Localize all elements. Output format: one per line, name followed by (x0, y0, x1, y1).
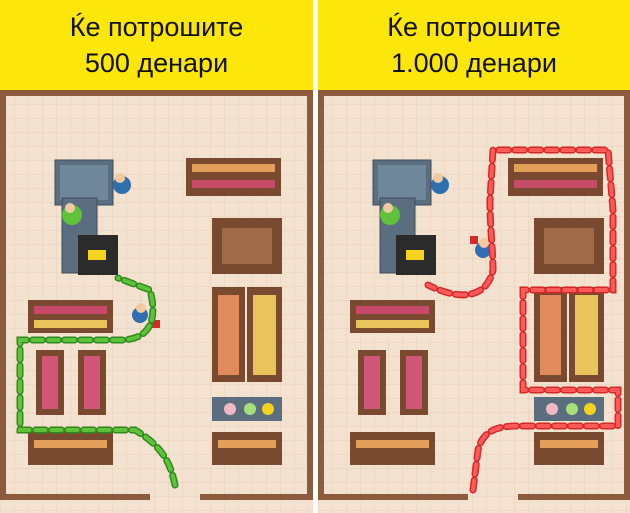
cashier-figure-icon (380, 173, 449, 225)
store-walls (318, 90, 630, 500)
produce-bin (212, 397, 282, 421)
shelf-square-right (212, 218, 282, 274)
shelf-top-right (186, 158, 281, 196)
shopping-basket-icon (470, 236, 478, 244)
shopping-basket-icon (152, 320, 160, 328)
shelf-bottom-right (534, 432, 604, 465)
shelf-left-vertical (36, 350, 106, 415)
panel-short-route: Ќе потрошите 500 денари (0, 0, 313, 513)
shopper-figure-icon (470, 236, 491, 258)
shelf-bottom-right (212, 432, 282, 465)
shelf-top-right (508, 158, 603, 196)
store-floor-plan (318, 90, 630, 513)
checkout-counter (54, 159, 118, 275)
shelf-tall-right (534, 287, 604, 382)
title-line-1: Ќе потрошите (69, 12, 244, 42)
title-banner: Ќе потрошите 1.000 денари (318, 0, 630, 90)
produce-bin (534, 397, 604, 421)
shopper-figure-icon (132, 303, 160, 328)
shelf-square-right (534, 218, 604, 274)
store-floor-plan (0, 90, 313, 513)
shelf-left-bottom (350, 432, 435, 465)
shelf-left-horizontal (350, 300, 435, 333)
shelf-left-vertical (358, 350, 428, 415)
shelf-left-bottom (28, 432, 113, 465)
store-walls (0, 90, 313, 500)
title-line-2: 500 денари (84, 48, 229, 78)
checkout-counter (372, 159, 436, 275)
shelf-left-horizontal (28, 300, 113, 333)
shelf-tall-right (212, 287, 282, 382)
panel-long-route: Ќе потрошите 1.000 денари (318, 0, 630, 513)
title-banner: Ќе потрошите 500 денари (0, 0, 313, 90)
title-line-2: 1.000 денари (391, 48, 557, 78)
cashier-figure-icon (62, 173, 131, 225)
title-line-1: Ќе потрошите (387, 12, 561, 42)
